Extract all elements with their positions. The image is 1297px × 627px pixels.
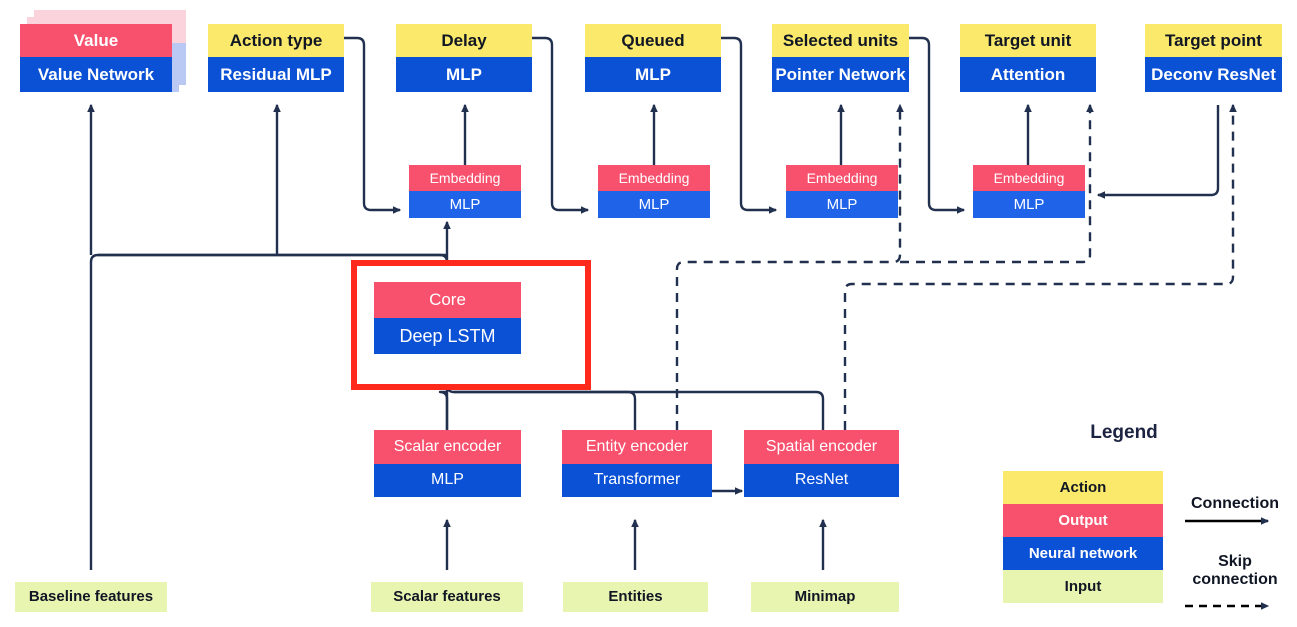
node-value-title: Value (20, 24, 172, 57)
input-scalar-features-label: Scalar features (371, 582, 523, 612)
input-minimap-label: Minimap (751, 582, 899, 612)
node-pointer-network-label: Pointer Network (772, 57, 909, 92)
node-delay-mlp-label: MLP (396, 57, 532, 92)
embedding-target-unit-title: Embedding (973, 165, 1085, 191)
node-input-baseline-features[interactable]: Baseline features (15, 582, 167, 612)
legend-swatch-output: Output (1003, 504, 1163, 537)
input-baseline-features-label: Baseline features (15, 582, 167, 612)
legend-connection-label: Connection (1191, 495, 1279, 512)
node-target-point[interactable]: Target point Deconv ResNet (1145, 24, 1282, 92)
node-delay-title: Delay (396, 24, 532, 57)
node-queued-mlp-label: MLP (585, 57, 721, 92)
node-value[interactable]: Value Value Network (20, 24, 172, 92)
node-residual-mlp-label: Residual MLP (208, 57, 344, 92)
node-attention-label: Attention (960, 57, 1096, 92)
node-queued[interactable]: Queued MLP (585, 24, 721, 92)
node-core-deep-lstm-label: Deep LSTM (374, 318, 521, 354)
node-target-unit-title: Target unit (960, 24, 1096, 57)
scalar-encoder-title: Scalar encoder (374, 430, 521, 464)
embedding-target-unit-mlp-label: MLP (973, 191, 1085, 218)
embedding-selected-units-title: Embedding (786, 165, 898, 191)
node-embedding-queued[interactable]: Embedding MLP (598, 165, 710, 218)
node-deconv-resnet-label: Deconv ResNet (1145, 57, 1282, 92)
node-input-scalar-features[interactable]: Scalar features (371, 582, 523, 612)
node-selected-units[interactable]: Selected units Pointer Network (772, 24, 909, 92)
node-core[interactable]: Core Deep LSTM (374, 282, 521, 354)
node-entity-encoder[interactable]: Entity encoder Transformer (562, 430, 712, 497)
node-input-entities[interactable]: Entities (563, 582, 708, 612)
node-embedding-delay[interactable]: Embedding MLP (409, 165, 521, 218)
node-embedding-selected-units[interactable]: Embedding MLP (786, 165, 898, 218)
embedding-queued-title: Embedding (598, 165, 710, 191)
node-core-title: Core (374, 282, 521, 318)
node-target-point-title: Target point (1145, 24, 1282, 57)
legend-swatch-neural-network: Neural network (1003, 537, 1163, 570)
node-action-type[interactable]: Action type Residual MLP (208, 24, 344, 92)
embedding-selected-units-mlp-label: MLP (786, 191, 898, 218)
legend-swatch-action: Action (1003, 471, 1163, 504)
embedding-queued-mlp-label: MLP (598, 191, 710, 218)
node-action-type-title: Action type (208, 24, 344, 57)
node-spatial-encoder[interactable]: Spatial encoder ResNet (744, 430, 899, 497)
legend-skip-connection-label: Skip connection (1192, 553, 1278, 589)
node-embedding-target-unit[interactable]: Embedding MLP (973, 165, 1085, 218)
legend-swatch-input: Input (1003, 570, 1163, 603)
scalar-encoder-mlp-label: MLP (374, 464, 521, 497)
entity-encoder-transformer-label: Transformer (562, 464, 712, 497)
entity-encoder-title: Entity encoder (562, 430, 712, 464)
node-queued-title: Queued (585, 24, 721, 57)
input-entities-label: Entities (563, 582, 708, 612)
legend-swatches: Action Output Neural network Input (1003, 471, 1163, 603)
embedding-delay-title: Embedding (409, 165, 521, 191)
embedding-delay-mlp-label: MLP (409, 191, 521, 218)
node-input-minimap[interactable]: Minimap (751, 582, 899, 612)
node-value-network-label: Value Network (20, 57, 172, 92)
spatial-encoder-resnet-label: ResNet (744, 464, 899, 497)
node-target-unit[interactable]: Target unit Attention (960, 24, 1096, 92)
node-delay[interactable]: Delay MLP (396, 24, 532, 92)
spatial-encoder-title: Spatial encoder (744, 430, 899, 464)
node-selected-units-title: Selected units (772, 24, 909, 57)
legend-title: Legend (1090, 422, 1158, 443)
node-scalar-encoder[interactable]: Scalar encoder MLP (374, 430, 521, 497)
